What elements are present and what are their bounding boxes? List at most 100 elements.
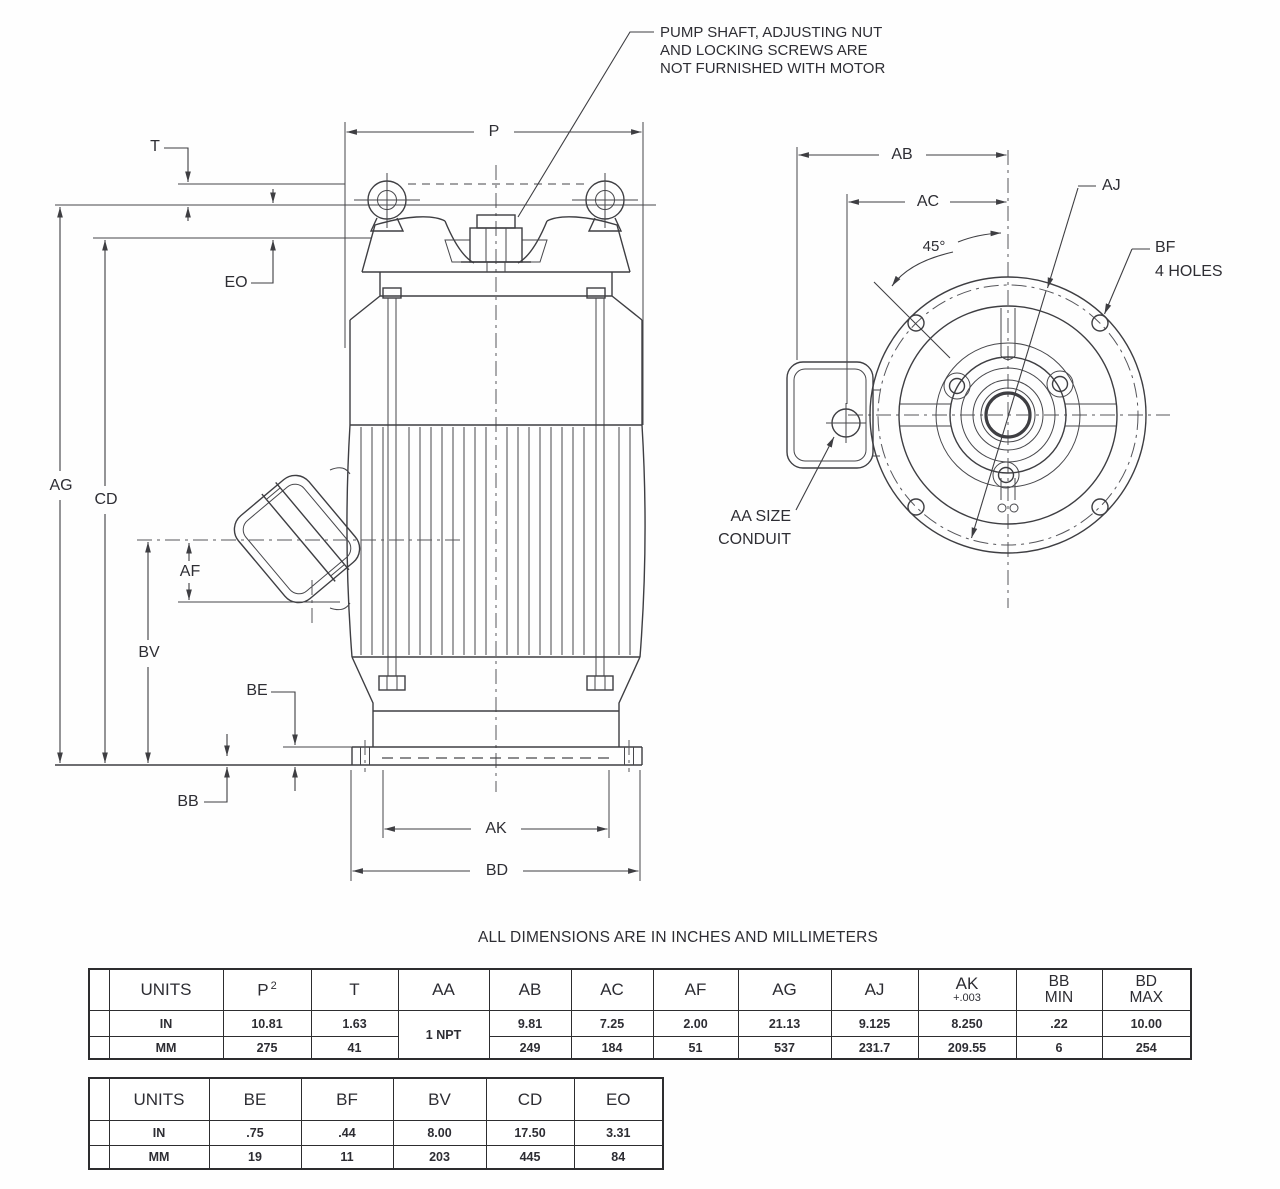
col-header-ac: AC [570,968,654,1011]
conduit-box-face [786,361,880,469]
eyebolt-right-icon [572,173,638,232]
cell: 254 [1101,1036,1192,1060]
engineering-drawing: P T EO AG CD BV AF BE [49,24,1223,881]
finned-frame [346,424,646,658]
annotation-line-1: PUMP SHAFT, ADJUSTING NUT [660,24,882,41]
col-header-aj: AJ [830,968,919,1011]
dim-label-aj: AJ [1102,177,1121,194]
cell: 10.81 [222,1010,312,1037]
cell: 184 [570,1036,654,1060]
motor-face-view [786,150,1170,608]
cell: IN [108,1120,210,1146]
lower-bracket [55,656,643,772]
cell: 8.00 [392,1120,487,1146]
cell: 537 [737,1036,832,1060]
col-header-bv: BV [392,1077,487,1121]
table-row-millimeters: MM 275 41 249 184 51 537 231.7 209.55 6 … [88,1036,1192,1060]
cell: 17.50 [485,1120,575,1146]
annotation-line-3: NOT FURNISHED WITH MOTOR [660,60,885,77]
col-header-ab: AB [488,968,572,1011]
tie-rods [387,298,605,676]
bolt-circle [877,284,1139,546]
cell: 231.7 [830,1036,919,1060]
cell: 209.55 [917,1036,1017,1060]
stub-cell [88,1077,110,1121]
top-cap [361,214,631,273]
tie-rod-nut-right [586,675,614,691]
dim-label-be: BE [246,682,267,699]
dim-label-bf: BF [1155,239,1176,256]
dim-label-cd: CD [94,491,117,508]
col-header-eo: EO [573,1077,664,1121]
mounting-flange [351,746,643,765]
dim-label-bf-holes: 4 HOLES [1155,263,1223,280]
dim-label-ac: AC [917,193,939,210]
cell: 2.00 [652,1010,739,1037]
cell: 8.250 [917,1010,1017,1037]
cell: IN [108,1010,224,1037]
flange-inner-circle [898,305,1118,525]
cell: 6 [1015,1036,1103,1060]
cell-aa-merged: 1 NPT [397,1010,490,1060]
cell: 9.125 [830,1010,919,1037]
dim-label-aa-size: AA SIZE [731,508,791,525]
cell: 7.25 [570,1010,654,1037]
cooling-fins [360,427,631,655]
eyebolt-left-icon [354,173,420,232]
cell: 51 [652,1036,739,1060]
bf-mounting-holes [907,314,1109,516]
face-lug-holes [943,370,1074,489]
cell: 203 [392,1145,487,1170]
col-header-units: UNITS [108,1077,210,1121]
col-header-units: UNITS [108,968,224,1011]
cell: 21.13 [737,1010,832,1037]
adjusting-nut [461,214,531,272]
cell: .44 [300,1120,394,1146]
cell: 11 [300,1145,394,1170]
col-header-cd: CD [485,1077,575,1121]
shaft-bore [984,391,1032,439]
stub-cell [88,968,110,1011]
cell: 84 [573,1145,664,1170]
bolt-head-left [382,287,402,299]
stub-cell [88,1010,110,1037]
conduit-box-side [233,467,361,624]
dim-label-p: P [489,123,500,140]
dim-label-bv: BV [138,644,160,661]
table-row-inches: IN 10.81 1.63 1 NPT 9.81 7.25 2.00 21.13… [88,1010,1192,1060]
motor-side-view [55,165,656,792]
annotation-note: PUMP SHAFT, ADJUSTING NUT AND LOCKING SC… [517,24,885,218]
col-header-bf: BF [300,1077,394,1121]
cell: MM [108,1145,210,1170]
tie-rod-nut-left [378,675,406,691]
cell: 1.63 [310,1010,399,1037]
stub-cell [88,1120,110,1146]
cell: .75 [208,1120,302,1146]
face-view-dimensions: AB AC 45° AJ BF 4 HOLES AA SIZE CONDUIT [718,146,1222,548]
cell: .22 [1015,1010,1103,1037]
side-view-dimensions: P T EO AG CD BV AF BE [49,122,644,881]
hatch-left [444,239,471,263]
dim-label-conduit: CONDUIT [718,531,791,548]
cell: 3.31 [573,1120,664,1146]
stub-cell [88,1145,110,1170]
table-header-row: UNITS BE BF BV CD EO [88,1077,664,1121]
dim-label-bb: BB [177,793,198,810]
dim-label-ag: AG [49,477,72,494]
dim-label-45deg: 45° [923,238,946,255]
table-row-inches: IN .75 .44 8.00 17.50 3.31 [88,1120,664,1146]
cell: 249 [488,1036,572,1060]
dim-label-bd: BD [486,862,508,879]
cell: 10.00 [1101,1010,1192,1037]
cell: 9.81 [488,1010,572,1037]
annotation-line-2: AND LOCKING SCREWS ARE [660,42,868,59]
dim-label-ak: AK [485,820,507,837]
dim-label-t: T [150,138,160,155]
hatch-right [521,239,548,263]
dim-label-ab: AB [891,146,912,163]
col-header-be: BE [208,1077,302,1121]
